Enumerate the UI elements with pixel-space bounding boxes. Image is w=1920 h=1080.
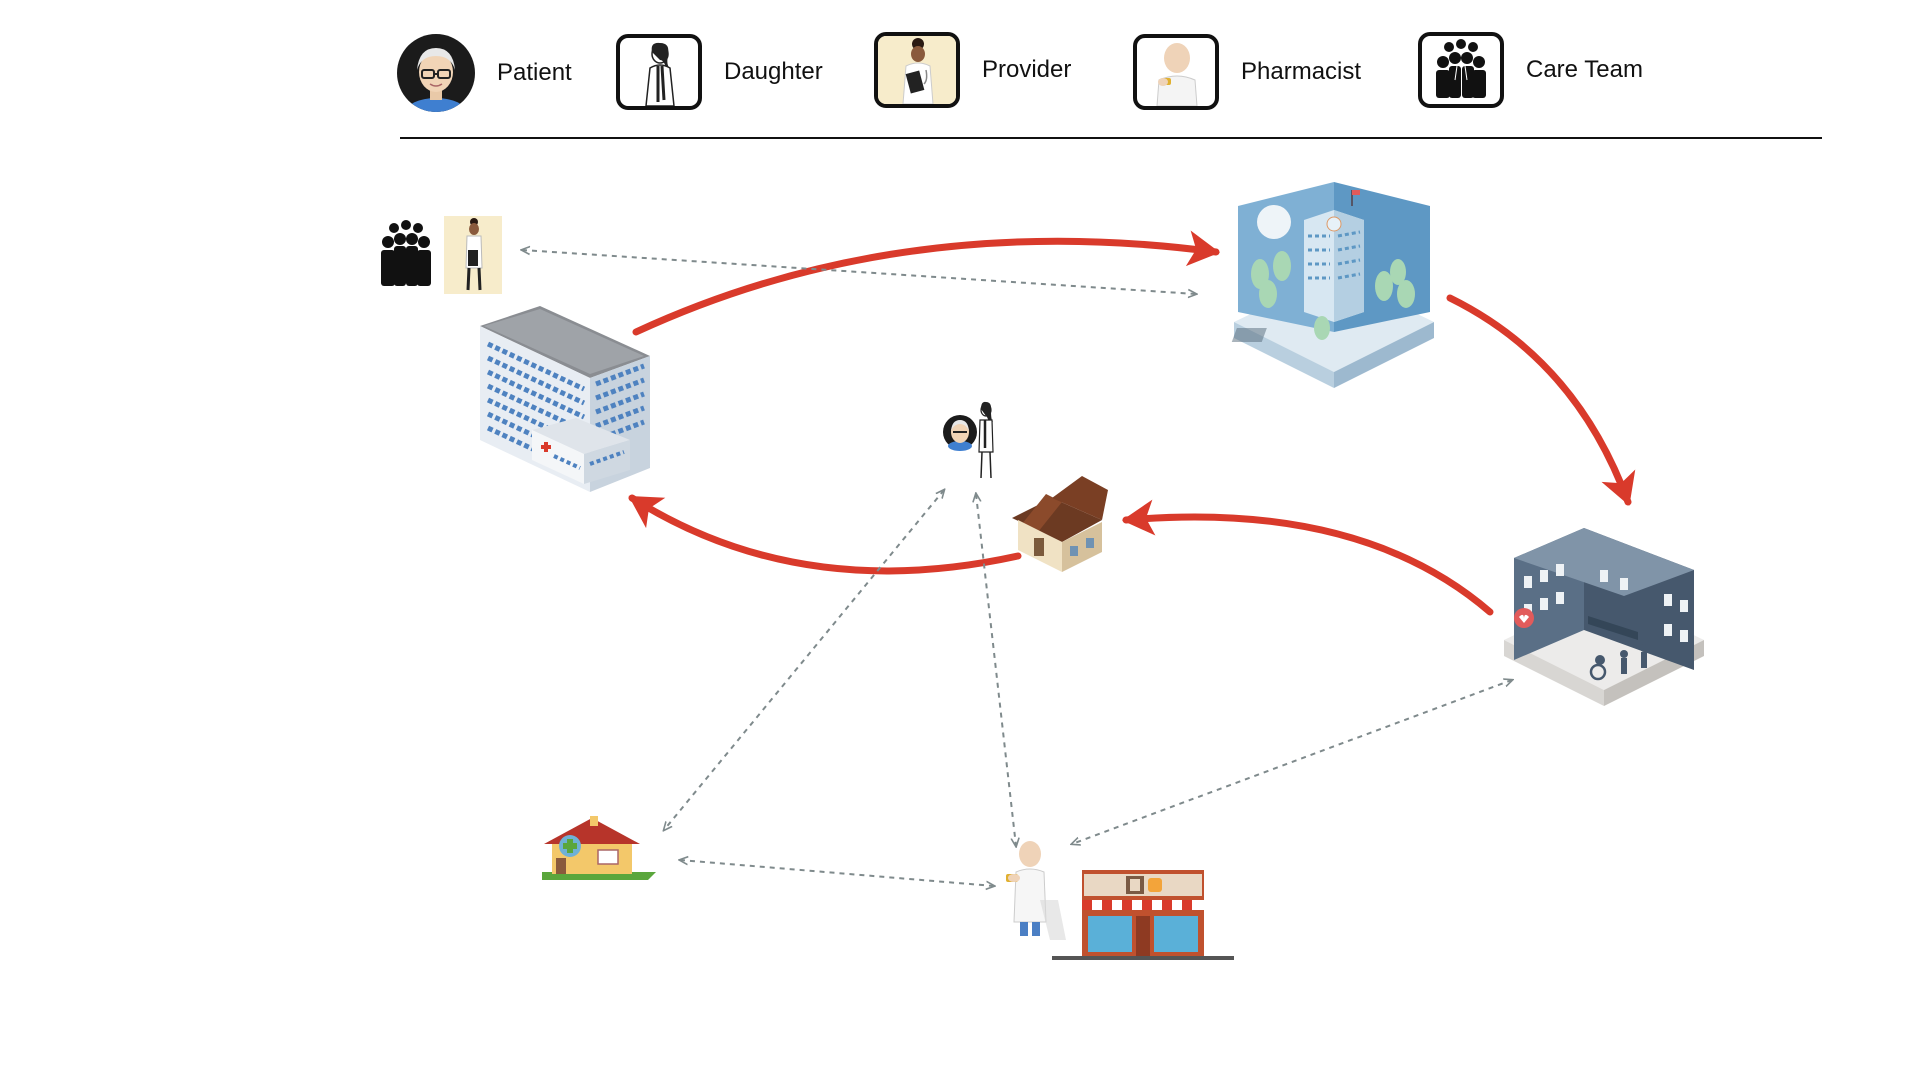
link-clinic-pharmacist bbox=[680, 860, 994, 886]
pharmacy-store-icon bbox=[1052, 870, 1234, 960]
care-team-icon bbox=[1418, 32, 1504, 108]
link-patient-clinic bbox=[664, 490, 944, 830]
daughter-avatar-icon bbox=[616, 34, 702, 110]
house-icon bbox=[1012, 476, 1108, 572]
legend-pharmacist: Pharmacist bbox=[1133, 34, 1361, 110]
legend-care-team: Care Team bbox=[1418, 32, 1643, 108]
flow-home-to-office bbox=[628, 494, 1022, 575]
small-clinic-icon bbox=[542, 816, 656, 880]
office-building-icon bbox=[480, 306, 650, 492]
legend-label-daughter: Daughter bbox=[724, 58, 823, 85]
flow-hospital-to-nursing-home bbox=[1446, 294, 1636, 506]
nursing-home-icon bbox=[1504, 528, 1704, 706]
link-patient-pharmacist bbox=[976, 494, 1016, 846]
legend-label-pharmacist: Pharmacist bbox=[1241, 58, 1362, 85]
flow-nursing-home-to-home bbox=[1122, 499, 1494, 616]
legend-patient: Patient bbox=[397, 34, 572, 112]
provider-figure-icon bbox=[444, 216, 502, 294]
info-links bbox=[522, 250, 1512, 886]
patient-daughter-icon bbox=[943, 401, 994, 479]
provider-avatar-icon bbox=[874, 32, 960, 108]
care-flow-arrows bbox=[628, 230, 1636, 616]
legend-label-provider: Provider bbox=[982, 56, 1072, 83]
legend-daughter: Daughter bbox=[616, 34, 823, 110]
link-nursing-home-pharmacist bbox=[1072, 680, 1512, 844]
hospital-icon bbox=[1231, 182, 1434, 388]
flow-office-to-hospital bbox=[632, 230, 1220, 336]
legend-provider: Provider bbox=[874, 32, 1071, 108]
patient-avatar-icon bbox=[397, 34, 475, 112]
care-team-group-icon bbox=[381, 220, 431, 286]
link-care-team-hospital bbox=[522, 250, 1196, 294]
pharmacist-avatar-icon bbox=[1133, 34, 1219, 110]
legend-label-care-team: Care Team bbox=[1526, 56, 1643, 83]
pharmacist-figure-icon bbox=[1006, 841, 1066, 940]
legend-label-patient: Patient bbox=[497, 59, 572, 86]
